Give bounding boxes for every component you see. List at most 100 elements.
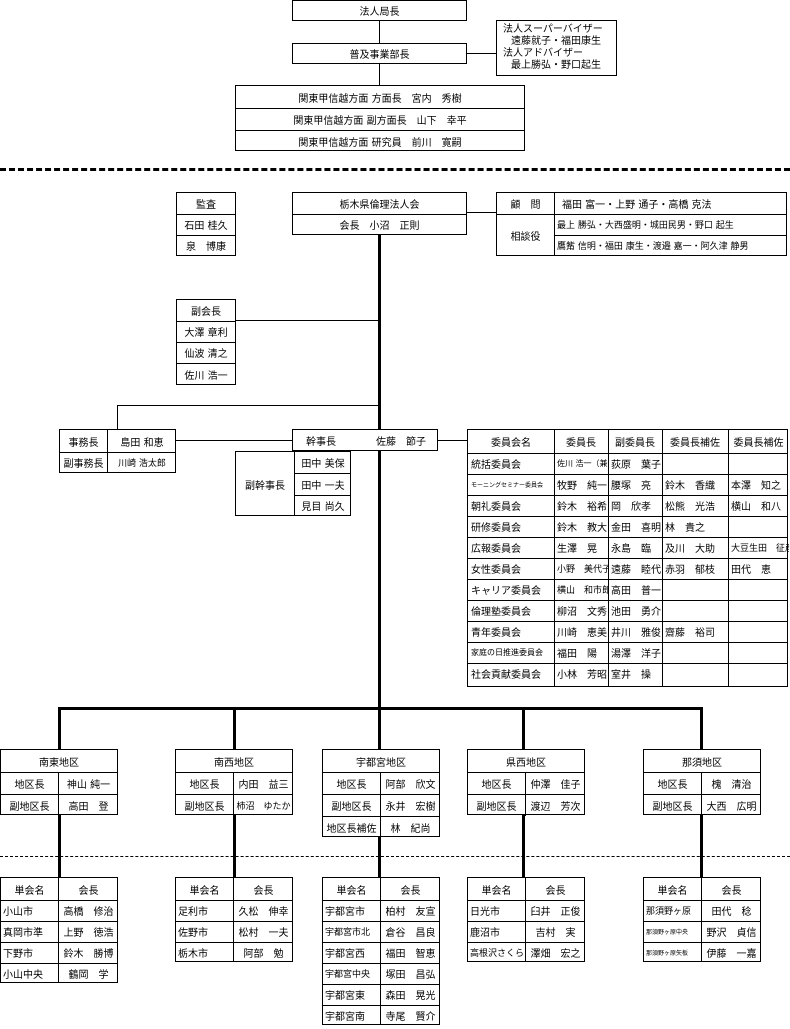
audit-member: 泉 博康 xyxy=(186,242,226,253)
audit-box: 監査 石田 桂久 泉 博康 xyxy=(176,192,236,256)
committee-member: 川崎 恵美 xyxy=(557,628,607,639)
committee-member: 柳沼 文秀 xyxy=(557,607,607,618)
committee-name: 家庭の日推進委員会 xyxy=(471,648,543,657)
vice-box: 副会長 大澤 章利 仙波 清之 佐川 浩一 xyxy=(176,299,236,385)
branch-president: 塚田 昌弘 xyxy=(385,970,436,981)
branch-president: 柏村 友宣 xyxy=(385,907,436,918)
committee-member: 大豆生田 征彦 xyxy=(731,544,789,554)
audit-title: 監査 xyxy=(196,200,216,211)
district-box: 南東地区地区長神山 純一副地区長高田 登 xyxy=(0,749,118,816)
branch-box: 単会名会長宇都宮市柏村 友宣宇都宮市北倉谷 昌良宇都宮西福田 智恵宇都宮中央塚田… xyxy=(322,877,440,1025)
committee-member: 井川 雅俊 xyxy=(611,628,661,639)
branch-name: 足利市 xyxy=(178,907,208,918)
branch-header: 単会名 xyxy=(189,885,220,897)
committee-member: 荻原 葉子 xyxy=(611,460,661,471)
branch-box: 単会名会長足利市久松 伸幸佐野市松村 一夫栃木市阿部 勉 xyxy=(175,877,293,962)
district-role: 地区長 xyxy=(189,779,220,791)
committee-name: 研修委員会 xyxy=(471,523,521,534)
kanji-name: 佐藤 節子 xyxy=(376,437,426,448)
committee-header: 副委員長 xyxy=(615,438,655,449)
branch-president: 澤畑 宏之 xyxy=(530,949,581,960)
branch-name: 日光市 xyxy=(470,907,500,918)
committee-member: 鈴木 教大 xyxy=(557,523,607,534)
branch-name: 鹿沼市 xyxy=(470,928,500,939)
branch-name: 佐野市 xyxy=(178,928,208,939)
sodan-label: 相談役 xyxy=(510,231,541,243)
committee-member xyxy=(728,663,789,684)
district-role: 地区長 xyxy=(336,779,367,791)
branch-president: 野沢 貞信 xyxy=(706,928,757,939)
secretariat-sub-name: 川崎 浩太郎 xyxy=(118,459,166,469)
district-role: 副地区長 xyxy=(331,801,372,813)
branch-president: 久松 伸幸 xyxy=(238,907,289,918)
branch-president: 福田 智恵 xyxy=(385,949,436,960)
district-role-name: 内田 益三 xyxy=(238,779,289,791)
committee-name: 社会貢献委員会 xyxy=(471,670,541,681)
branch-header: 単会名 xyxy=(657,885,688,897)
district-role: 副地区長 xyxy=(652,801,693,813)
committee-member xyxy=(662,600,728,621)
branch-header: 会長 xyxy=(253,885,274,897)
district-role-name: 槐 清治 xyxy=(711,779,752,791)
committee-member: 本澤 知之 xyxy=(731,481,781,492)
committee-name: 女性委員会 xyxy=(471,565,521,576)
branch-name: 小山中央 xyxy=(3,970,43,981)
advisor-line: 法人アドバイザー xyxy=(503,48,583,59)
branch-name: 真岡市準 xyxy=(3,928,43,939)
committee-header: 委員会名 xyxy=(491,438,531,449)
branch-president: 寺尾 賢介 xyxy=(385,1012,436,1023)
committee-member: 生澤 晃 xyxy=(557,544,597,555)
committee-member: 牧野 純一 xyxy=(557,481,607,492)
committee-member: 福田 陽 xyxy=(557,649,597,660)
district-name: 南西地区 xyxy=(214,757,254,769)
branch-president: 臼井 正俊 xyxy=(530,907,581,918)
committee-member: 及川 大助 xyxy=(665,544,715,555)
district-name: 県西地区 xyxy=(506,757,546,769)
committee-member: 金田 喜明 xyxy=(611,523,661,534)
kanji-box: 幹事長 佐藤 節子 xyxy=(292,429,438,451)
sodan-names: 鷹觜 信明・福田 康生・渡邉 嘉一・阿久津 静男 xyxy=(557,242,749,252)
komon-label: 顧 問 xyxy=(510,200,541,211)
section-divider xyxy=(0,168,790,171)
kanji-sub-name: 田中 美保 xyxy=(301,459,345,470)
committee-name: モーニングセミナー委員会 xyxy=(471,482,544,489)
committee-member xyxy=(662,663,728,684)
branch-president: 上野 徳浩 xyxy=(63,928,114,939)
sodan-names: 最上 勝弘・大西盛明・城田民男・野口 起生 xyxy=(557,221,734,231)
branch-name: 栃木市 xyxy=(178,949,208,960)
district-role-name: 林 紀尚 xyxy=(390,823,431,835)
vice-member: 大澤 章利 xyxy=(184,328,228,339)
committee-member: 鈴木 香織 xyxy=(665,481,715,492)
kanji-sub-name: 見目 尚久 xyxy=(301,502,345,513)
committee-member: 田代 恵 xyxy=(731,565,771,576)
branch-header: 会長 xyxy=(400,885,421,897)
district-role: 地区長 xyxy=(657,779,688,791)
vice-member: 仙波 清之 xyxy=(184,349,228,360)
district-box: 宇都宮地区地区長阿部 欣文副地区長永井 宏樹地区長補佐林 紀尚 xyxy=(322,749,440,838)
director-title: 法人局長 xyxy=(359,7,400,18)
secretariat-box: 事務長 島田 和恵 副事務長 川崎 浩太郎 xyxy=(59,429,176,473)
committee-header: 委員長補佐 xyxy=(733,438,784,449)
promo-head-box: 普及事業部長 xyxy=(292,43,467,64)
advisor-line: 最上勝弘・野口起生 xyxy=(511,60,601,71)
committee-member xyxy=(662,642,728,663)
committee-member xyxy=(728,579,789,600)
branch-header: 会長 xyxy=(78,885,99,897)
branch-header: 会長 xyxy=(545,885,566,897)
kanji-label: 幹事長 xyxy=(306,437,336,448)
committee-member: 林 貴之 xyxy=(665,523,705,534)
district-box: 県西地区地区長仲澤 佳子副地区長渡辺 芳次 xyxy=(467,749,585,816)
committee-member: 松熊 光浩 xyxy=(665,502,715,513)
advisors-box: 法人スーパーバイザー 遠藤就子・福田康生 法人アドバイザー 最上勝弘・野口起生 xyxy=(496,20,617,76)
district-name: 那須地区 xyxy=(682,757,722,769)
secretariat-sub-label: 副事務長 xyxy=(63,459,104,470)
branch-president: 伊藤 一嘉 xyxy=(706,949,757,960)
branch-name: 高根沢さくら xyxy=(470,949,525,959)
branch-president: 松村 一夫 xyxy=(238,928,289,939)
committee-header: 委員長補佐 xyxy=(670,438,720,449)
audit-member: 石田 桂久 xyxy=(184,221,228,232)
branch-name: 那須野ヶ原矢板 xyxy=(646,950,689,957)
committee-member: 永島 臨 xyxy=(611,544,651,555)
district-role: 地区長補佐 xyxy=(326,823,377,835)
